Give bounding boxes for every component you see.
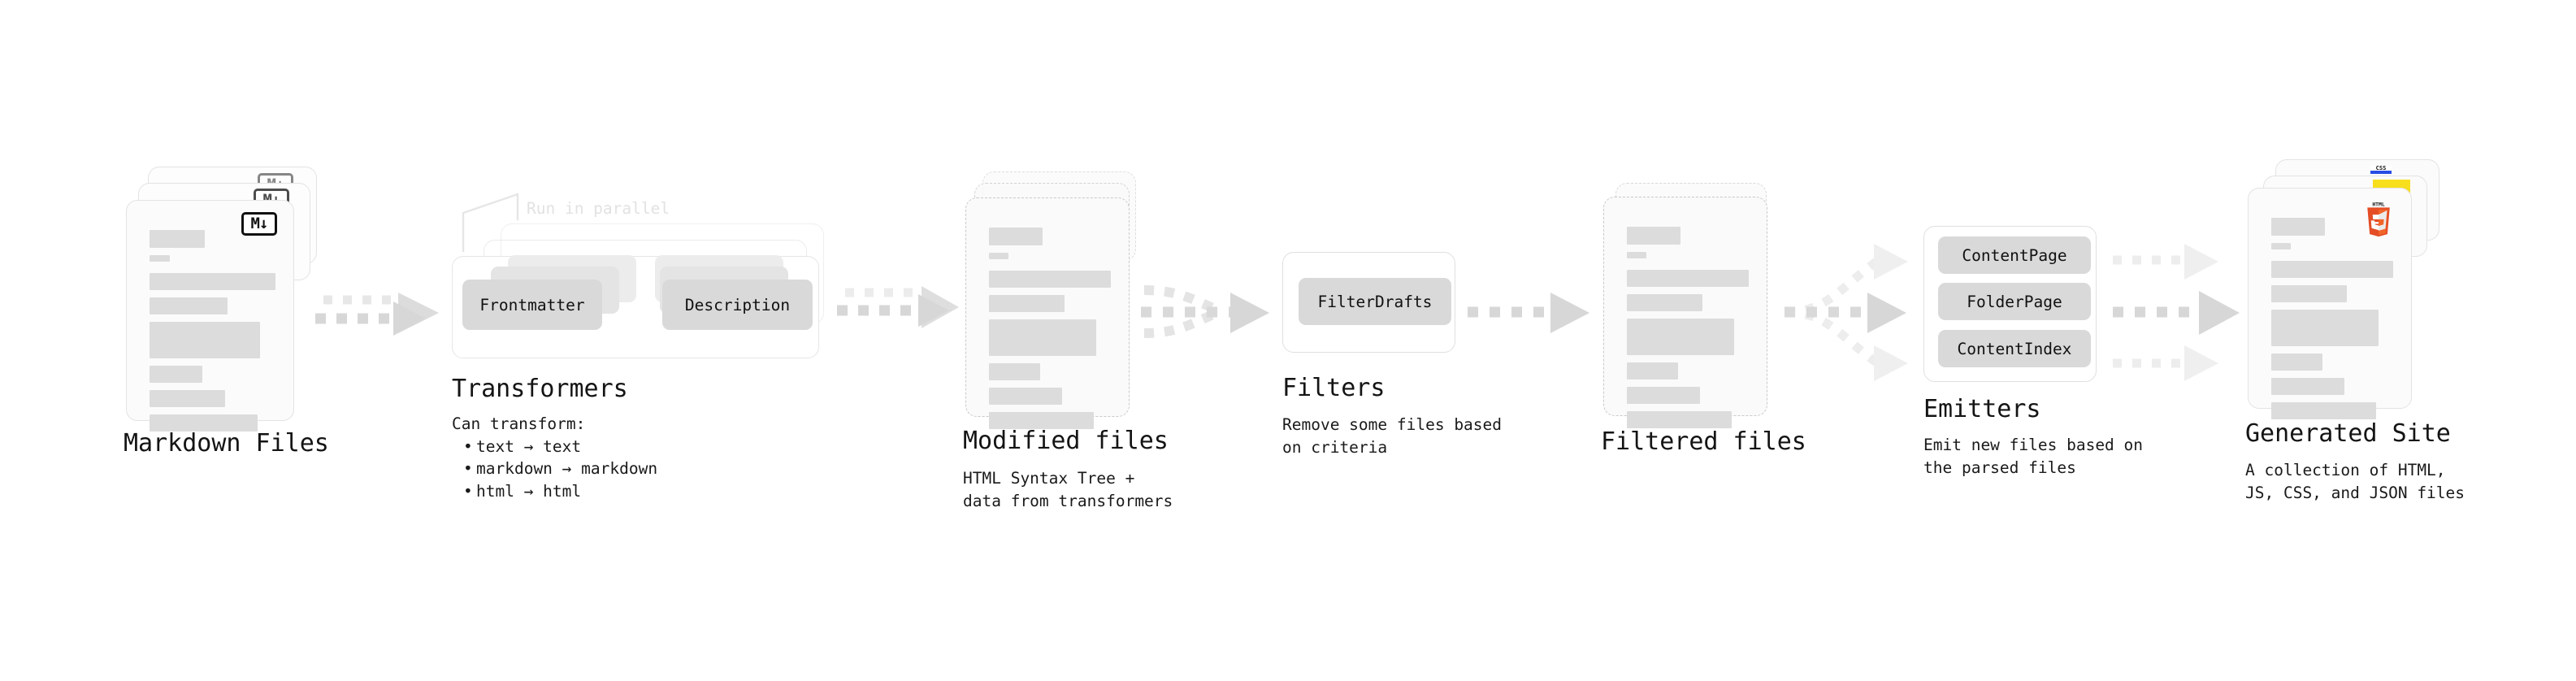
dashed-arrow-icon [315,293,439,336]
stage-desc-modified-files: HTML Syntax Tree + data from transformer… [963,469,1173,510]
generated-file-card-html: HTML [2248,188,2412,419]
transformers-desc-lead: Can transform: [452,414,586,433]
stage-desc-filters: Remove some files based on criteria [1282,415,1503,457]
placeholder-line [1627,270,1749,287]
placeholder-line [2271,310,2379,346]
stage-title-markdown-files: Markdown Files [124,429,329,458]
markdown-badge-icon: M↓ [241,212,277,236]
placeholder-line [2271,243,2291,249]
placeholder-line [989,363,1040,380]
html5-logo-icon: HTML [2367,201,2390,237]
placeholder-line [989,412,1094,429]
filtered-file-card-front [1603,197,1767,428]
stage-desc-emitters: Emit new files based on the parsed files [1923,436,2144,477]
transformer-pill-frontmatter[interactable]: Frontmatter [462,280,602,330]
placeholder-line [2271,378,2344,395]
placeholder-line [150,273,275,290]
dashed-arrow-icon [837,286,959,328]
markdown-file-card-front: M↓ [126,200,294,432]
svg-text:HTML: HTML [2372,201,2385,207]
transformer-pill-description[interactable]: Description [662,280,813,330]
file-content-placeholder [2271,218,2393,427]
placeholder-line [2271,218,2325,236]
css3-logo-icon: CSS [2370,165,2392,174]
placeholder-line [2271,402,2376,419]
file-content-placeholder [150,230,275,439]
filter-pill-filterdrafts[interactable]: FilterDrafts [1299,278,1451,325]
placeholder-line [1627,294,1702,311]
stage-title-modified-files: Modified files [963,427,1169,455]
placeholder-line [1627,362,1678,380]
transformers-desc-item: html → html [463,480,657,503]
placeholder-line [1627,411,1732,428]
placeholder-line [1627,319,1734,355]
placeholder-line [989,271,1111,288]
placeholder-line [989,295,1065,312]
placeholder-line [989,228,1043,245]
placeholder-line [989,253,1008,259]
run-in-parallel-label: Run in parallel [527,199,670,218]
placeholder-line [2271,354,2322,371]
transformers-description-list: Can transform: text → text markdown → ma… [452,413,657,503]
css3-underline [2370,171,2392,174]
modified-file-card-front [965,197,1130,429]
transformers-desc-item: text → text [463,436,657,458]
css3-label: CSS [2375,165,2387,171]
stage-desc-generated-site: A collection of HTML, JS, CSS, and JSON … [2245,461,2465,502]
placeholder-line [2271,261,2393,278]
placeholder-line [150,390,225,407]
stage-title-filters: Filters [1282,374,1386,402]
file-content-placeholder [989,228,1111,436]
placeholder-line [150,230,206,248]
placeholder-line [989,388,1062,405]
placeholder-line [989,319,1096,356]
placeholder-line [1627,387,1700,404]
stage-title-emitters: Emitters [1923,395,2041,423]
placeholder-line [2271,285,2347,302]
placeholder-line [150,366,203,383]
dashed-arrow-icon [1468,293,1589,333]
stage-title-generated-site: Generated Site [2245,419,2451,448]
placeholder-line [150,255,170,262]
dashed-arrow-merge-icon [2113,244,2240,381]
placeholder-line [150,322,261,358]
transformers-desc-item: markdown → markdown [463,458,657,480]
placeholder-line [150,297,228,314]
placeholder-line [1627,227,1680,245]
stage-title-filtered-files: Filtered files [1601,427,1806,456]
parallel-bracket-icon [462,193,519,252]
emitter-pill-contentindex[interactable]: ContentIndex [1938,330,2091,367]
dashed-arrow-split-icon [1785,244,1908,381]
dashed-arrow-merge-icon [1141,285,1269,338]
placeholder-line [150,414,258,432]
file-content-placeholder [1627,227,1749,436]
placeholder-line [1627,252,1646,258]
emitter-pill-contentpage[interactable]: ContentPage [1938,236,2091,274]
stage-title-transformers: Transformers [452,375,628,403]
emitter-pill-folderpage[interactable]: FolderPage [1938,283,2091,320]
